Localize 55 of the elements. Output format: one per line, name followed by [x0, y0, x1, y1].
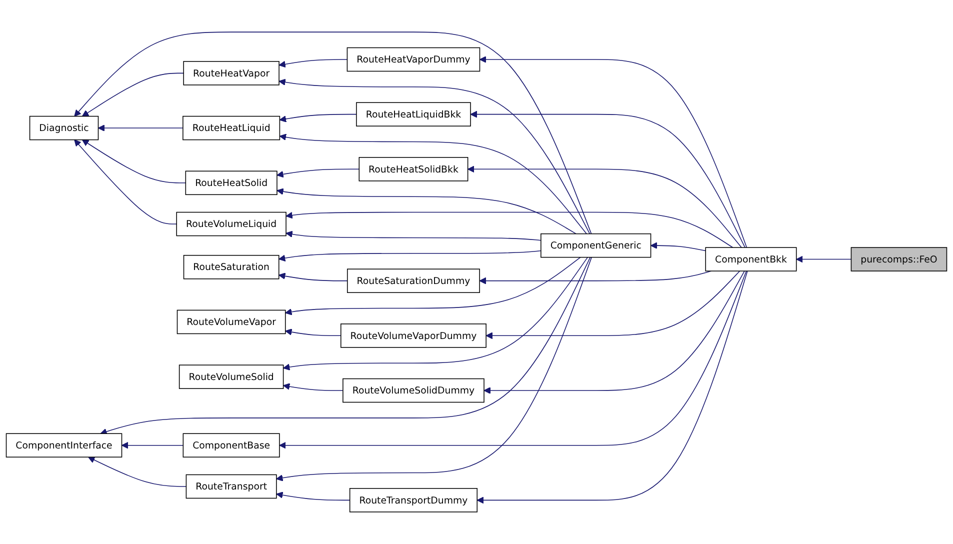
- arrow: [278, 59, 348, 68]
- node-box: RouteHeatVapor: [183, 61, 280, 86]
- arrow: [278, 250, 542, 262]
- arrow: [100, 256, 591, 435]
- arrow: [285, 328, 342, 336]
- node-box: RouteSaturationDummy: [347, 268, 480, 293]
- arrow: [279, 114, 357, 122]
- arrow: [468, 166, 742, 248]
- node-box: RouteHeatLiquid: [182, 116, 280, 140]
- node-box: RouteVolumeVapor: [176, 310, 286, 334]
- node-box: purecomps::FeO: [850, 247, 948, 272]
- node-box: RouteVolumeLiquid: [176, 212, 286, 236]
- node-box: RouteHeatSolid: [185, 170, 278, 196]
- node-box: ComponentInterface: [6, 433, 122, 458]
- arrow: [278, 272, 348, 282]
- arrow: [283, 383, 344, 391]
- arrow: [650, 242, 706, 252]
- arrow: [276, 256, 592, 482]
- arrow: [285, 256, 581, 316]
- node-box: RouteHeatLiquidBkk: [356, 102, 471, 126]
- arrow: [88, 456, 187, 487]
- arrow: [470, 110, 746, 248]
- arrow: [279, 134, 587, 234]
- arrow: [286, 230, 542, 241]
- node-box: RouteHeatVaporDummy: [346, 47, 480, 72]
- arrow: [276, 492, 350, 501]
- node-box: RouteVolumeVaporDummy: [340, 324, 486, 348]
- node-box: ComponentBase: [182, 433, 280, 458]
- arrow: [479, 270, 712, 284]
- node-box: ComponentGeneric: [540, 233, 652, 258]
- node-box: RouteTransport: [186, 474, 277, 499]
- arrow: [82, 139, 186, 184]
- node-box: RouteHeatSolidBkk: [358, 157, 468, 182]
- arrow: [276, 188, 576, 234]
- node-box: RouteSaturation: [183, 254, 280, 280]
- arrow: [276, 168, 360, 178]
- arrow: [98, 124, 184, 132]
- arrow: [82, 72, 184, 117]
- node-box: RouteTransportDummy: [349, 488, 478, 512]
- arrow: [286, 212, 734, 248]
- node-box: RouteVolumeSolidDummy: [342, 378, 484, 403]
- arrow: [74, 139, 177, 224]
- arrow: [283, 256, 588, 370]
- arrow: [479, 56, 748, 248]
- arrow: [278, 78, 590, 234]
- arrow: [476, 270, 748, 504]
- arrow: [74, 32, 592, 234]
- node-box: RouteVolumeSolid: [178, 364, 284, 389]
- arrow: [279, 270, 747, 449]
- arrow: [796, 256, 852, 263]
- arrow: [486, 270, 740, 340]
- node-box: ComponentBkk: [705, 247, 797, 272]
- arrow: [484, 270, 745, 394]
- node-box: Diagnostic: [29, 116, 99, 140]
- arrow: [121, 442, 184, 449]
